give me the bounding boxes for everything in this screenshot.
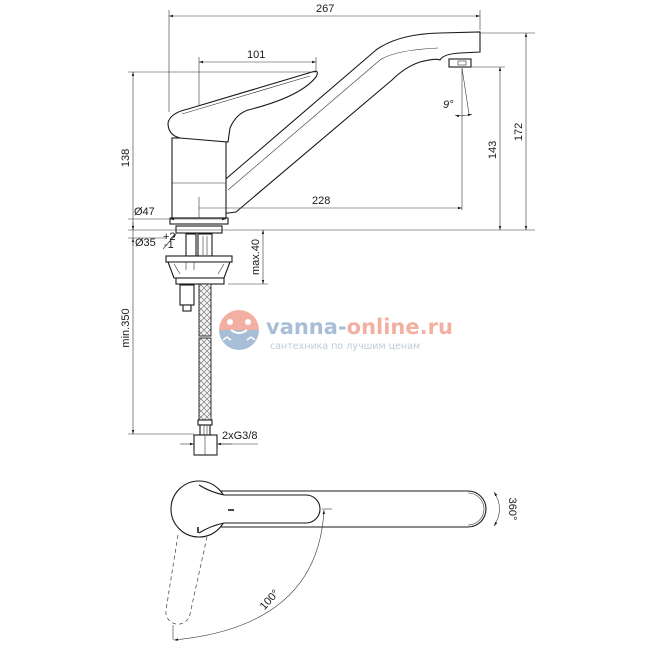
dim-handle-swing: 100° [258,588,282,613]
top-view: 360° 100° [165,480,518,641]
handle-swung-outline [165,534,208,625]
braided-hose-lower [198,337,212,421]
lever-handle [167,70,318,143]
dim-total-height: 172 [513,123,525,141]
dim-max-deck: max.40 [250,239,262,275]
dim-spout-reach: 228 [312,195,330,207]
mounting-kit [165,233,233,312]
dim-connection: 2xG3/8 [222,430,257,442]
dim-body-diameter: Ø47 [134,206,155,218]
braided-hose-upper [198,283,212,337]
watermark-site-part2: online.ru [347,315,453,339]
svg-text:vanna-online.ru: vanna-online.ru [266,315,453,339]
dim-handle-length: 101 [247,49,265,61]
dim-hole-diameter: Ø35 [135,237,156,249]
watermark-site-part1: vanna- [266,315,347,339]
dim-rotation: 360° [506,498,518,521]
dim-total-length: 267 [316,3,334,15]
spout [217,31,481,215]
dimension-lines: 267 101 138 172 143 9° 228 Ø47 [120,3,535,455]
dim-spout-angle: 9° [443,99,454,111]
frog-logo-icon [219,310,259,350]
dim-hole-tolerance-minus: -1 [164,239,174,251]
side-view [165,31,481,456]
watermark: vanna-online.ru сантехника по лучшим цен… [219,310,453,352]
dim-body-height: 138 [120,149,132,167]
dim-spout-height: 143 [487,141,499,159]
dim-min-hose: min.350 [120,308,132,347]
rotation-arrow-icon [493,491,500,527]
hex-nut [193,434,218,456]
aerator [448,58,472,68]
watermark-tagline: сантехника по лучшим ценам [270,341,420,352]
